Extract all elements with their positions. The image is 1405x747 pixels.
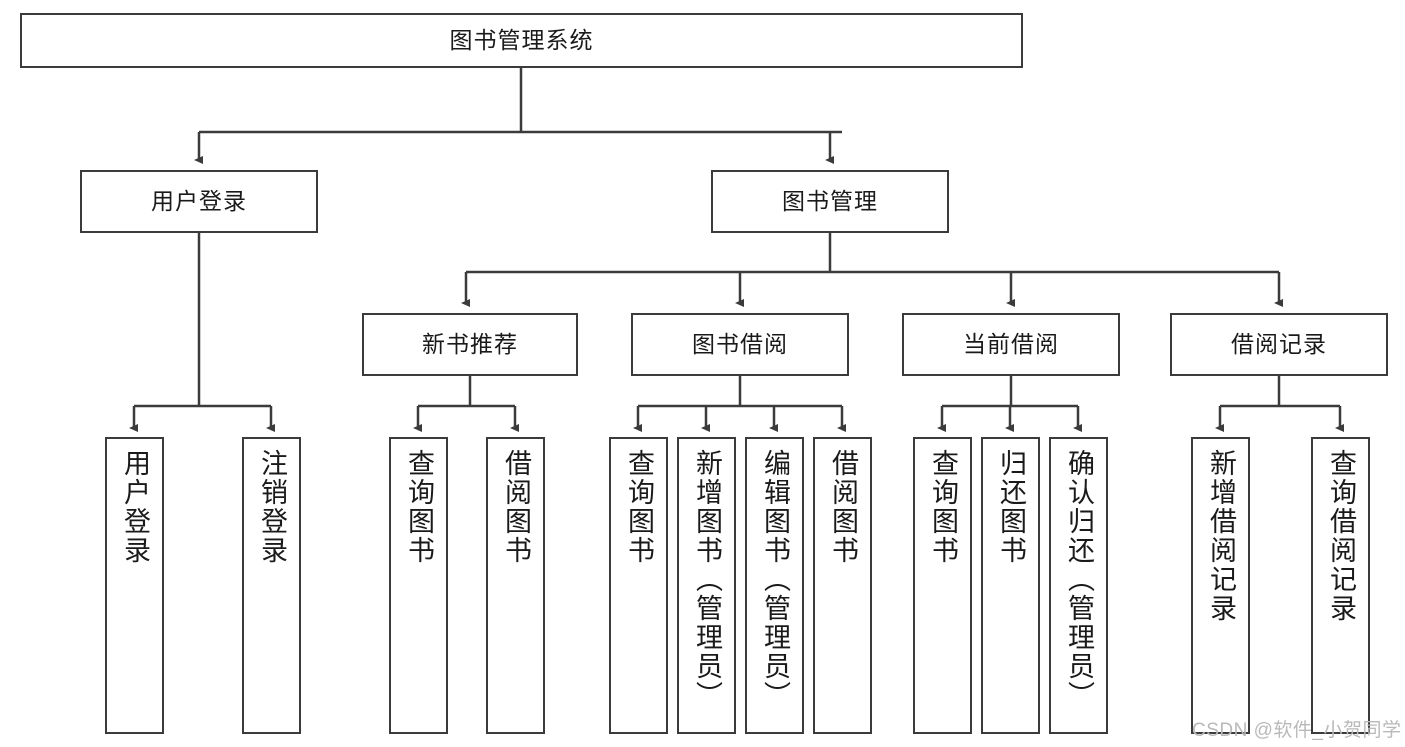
node-label: 图书管理 (782, 187, 878, 214)
node-label: 图书管理系统 (449, 26, 594, 53)
node-leaf-add-book[interactable]: 新增图书（管理员） (677, 437, 736, 734)
node-user-login[interactable]: 用户登录 (80, 170, 318, 233)
node-leaf-query-book-1[interactable]: 查询图书 (389, 437, 448, 734)
csdn-watermark: CSDN @软件_小贺同学 (1192, 720, 1402, 741)
node-label: 用户登录 (120, 449, 150, 565)
node-leaf-return-book[interactable]: 归还图书 (981, 437, 1040, 734)
node-label: 新增借阅记录 (1206, 449, 1236, 623)
node-label: 当前借阅 (963, 330, 1059, 357)
node-label: 借阅图书 (828, 449, 858, 565)
node-label: 用户登录 (151, 187, 247, 214)
node-book-borrow[interactable]: 图书借阅 (631, 313, 849, 376)
node-leaf-query-book-2[interactable]: 查询图书 (609, 437, 668, 734)
node-label: 编辑图书（管理员） (760, 449, 790, 710)
node-leaf-query-book-3[interactable]: 查询图书 (913, 437, 972, 734)
node-leaf-user-logout[interactable]: 注销登录 (242, 437, 301, 734)
node-leaf-borrow-book-2[interactable]: 借阅图书 (813, 437, 872, 734)
node-leaf-query-record[interactable]: 查询借阅记录 (1311, 437, 1370, 734)
node-borrow-record[interactable]: 借阅记录 (1170, 313, 1388, 376)
node-label: 确认归还（管理员） (1064, 449, 1094, 710)
node-leaf-user-login[interactable]: 用户登录 (105, 437, 164, 734)
node-label: 注销登录 (257, 449, 287, 565)
node-leaf-confirm-return[interactable]: 确认归还（管理员） (1049, 437, 1108, 734)
node-leaf-add-record[interactable]: 新增借阅记录 (1191, 437, 1250, 734)
node-label: 图书借阅 (692, 330, 788, 357)
node-label: 查询借阅记录 (1326, 449, 1356, 623)
node-label: 查询图书 (404, 449, 434, 565)
node-new-book-recommend[interactable]: 新书推荐 (362, 313, 578, 376)
node-leaf-edit-book[interactable]: 编辑图书（管理员） (745, 437, 804, 734)
node-label: 新增图书（管理员） (692, 449, 722, 710)
node-label: 查询图书 (928, 449, 958, 565)
node-label: 借阅图书 (501, 449, 531, 565)
node-label: 新书推荐 (422, 330, 518, 357)
node-current-borrow[interactable]: 当前借阅 (902, 313, 1120, 376)
node-book-manage[interactable]: 图书管理 (711, 170, 949, 233)
node-root[interactable]: 图书管理系统 (20, 13, 1023, 68)
node-leaf-borrow-book-1[interactable]: 借阅图书 (486, 437, 545, 734)
node-label: 归还图书 (996, 449, 1026, 565)
node-label: 借阅记录 (1231, 330, 1327, 357)
node-label: 查询图书 (624, 449, 654, 565)
